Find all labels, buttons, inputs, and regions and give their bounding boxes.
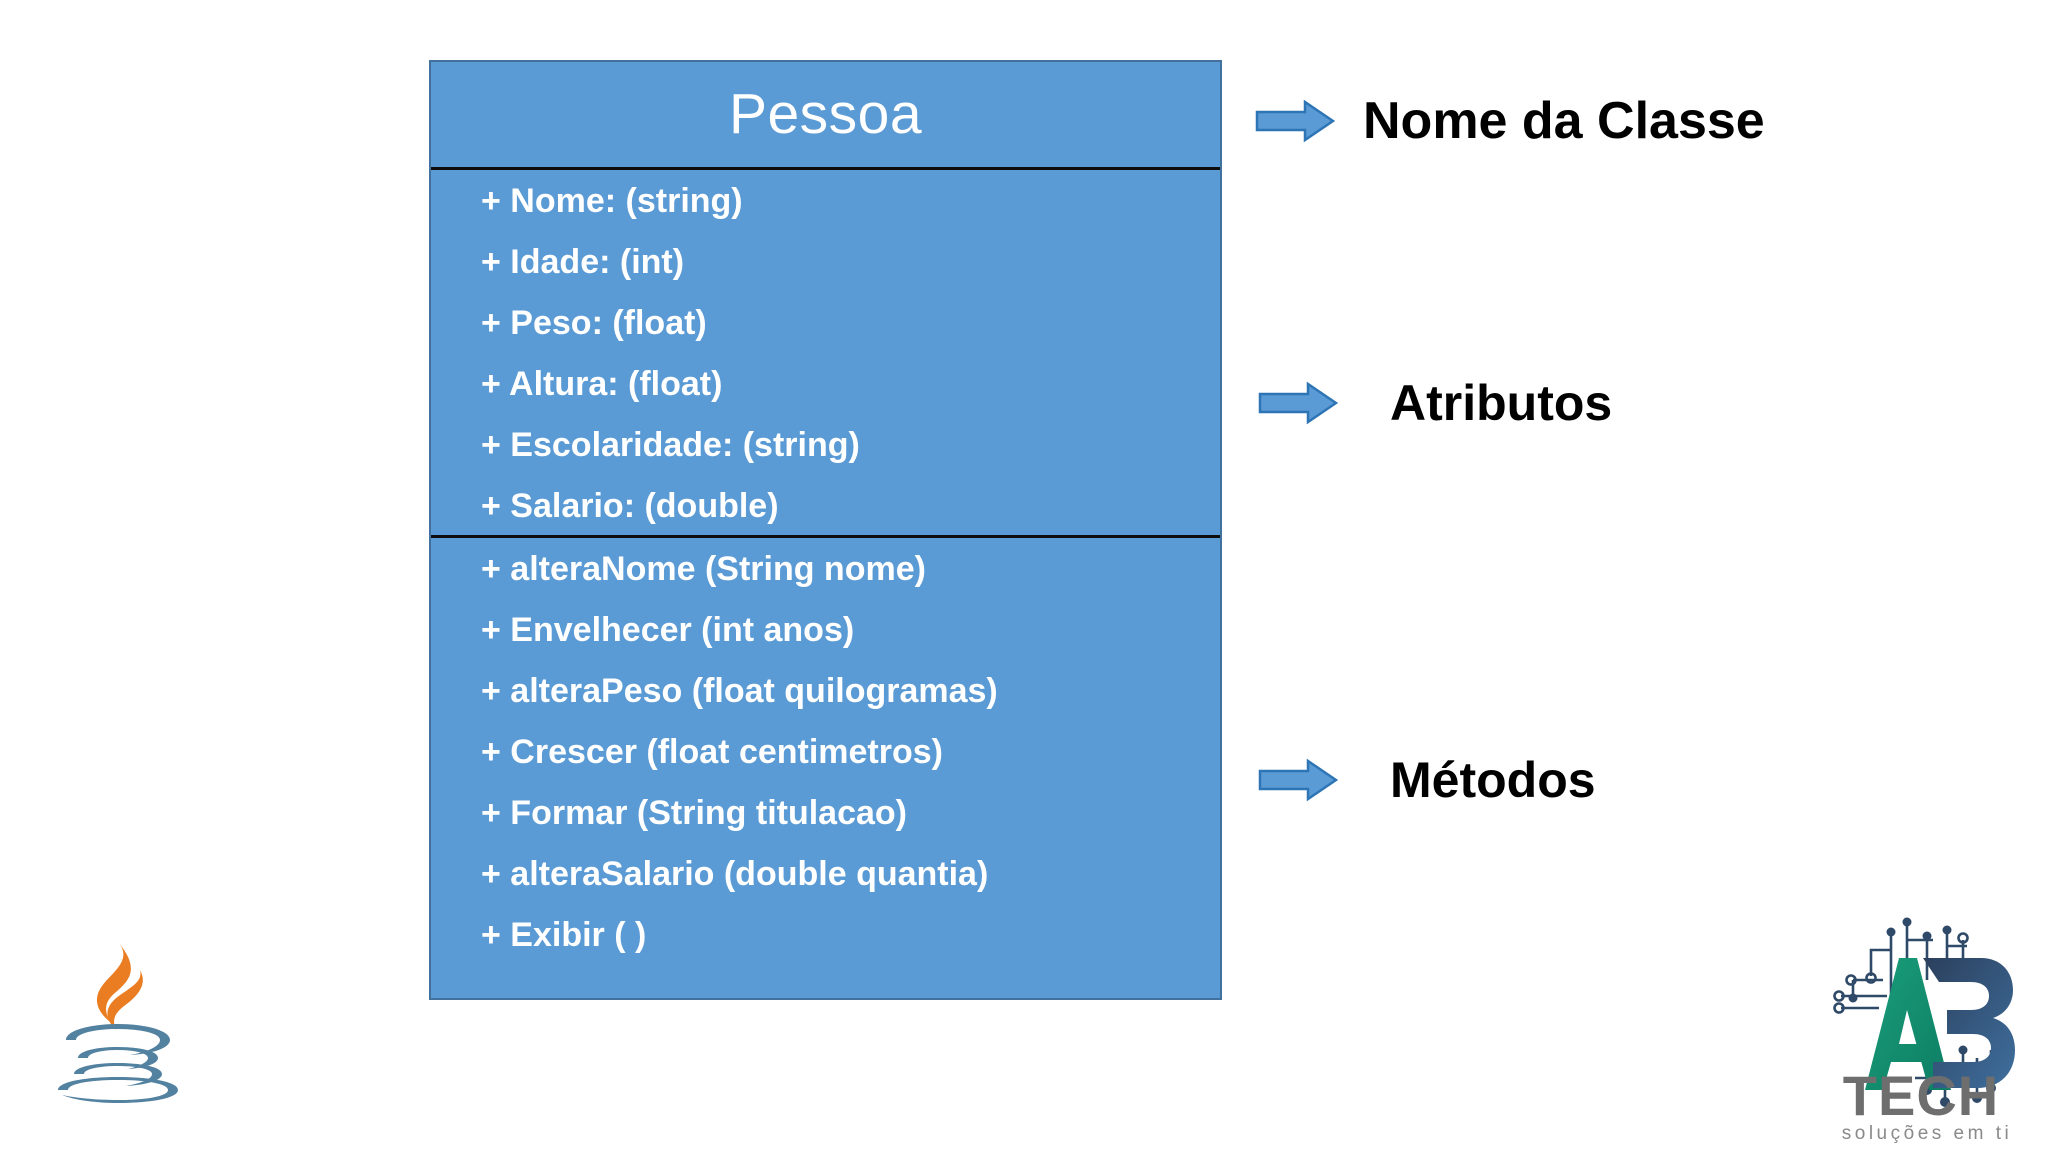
circuit-nodes-icon [1833, 917, 1996, 1107]
annotation-label: Métodos [1390, 752, 1596, 808]
method-row: + alteraPeso (float quilogramas) [481, 672, 998, 710]
method-row: + alteraNome (String nome) [481, 550, 926, 588]
class-name-title: Pessoa [728, 82, 923, 146]
uml-class-box: Pessoa + Nome: (string) + Idade: (int) +… [429, 60, 1222, 1000]
a3tech-logo: TECH soluções em ti [1795, 910, 2048, 1148]
annotation-label: Nome da Classe [1363, 92, 1765, 150]
method-row: + Crescer (float centimetros) [481, 733, 943, 771]
method-row: + Envelhecer (int anos) [481, 611, 855, 649]
method-row: + Formar (String titulacao) [481, 794, 907, 832]
attribute-row: + Nome: (string) [481, 182, 743, 220]
attribute-row: + Peso: (float) [481, 304, 707, 342]
method-row: + Exibir ( ) [481, 916, 647, 954]
attribute-row: + Escolaridade: (string) [481, 426, 860, 464]
annotation-attributes: Atributos [1258, 378, 1612, 428]
java-logo [48, 930, 188, 1105]
attribute-row: + Altura: (float) [481, 365, 723, 403]
a3tech-wordmark: TECH [1843, 1064, 1999, 1127]
a3tech-tagline: soluções em ti [1842, 1123, 2012, 1144]
class-methods-section: + alteraNome (String nome) + Envelhecer … [431, 538, 1220, 964]
class-name-section: Pessoa [431, 62, 1220, 170]
attribute-row: + Idade: (int) [481, 243, 685, 281]
right-block-arrow-icon [1258, 758, 1339, 802]
brand-letter-3 [1923, 958, 2015, 1088]
class-attributes-section: + Nome: (string) + Idade: (int) + Peso: … [431, 170, 1220, 538]
right-block-arrow-icon [1255, 99, 1336, 143]
brand-letter-a [1865, 958, 1951, 1090]
attribute-row: + Salario: (double) [481, 487, 779, 525]
annotation-label: Atributos [1390, 375, 1613, 431]
annotation-methods: Métodos [1258, 755, 1596, 805]
annotation-class-name: Nome da Classe [1255, 95, 1765, 147]
method-row: + alteraSalario (double quantia) [481, 855, 989, 893]
right-block-arrow-icon [1258, 381, 1339, 425]
